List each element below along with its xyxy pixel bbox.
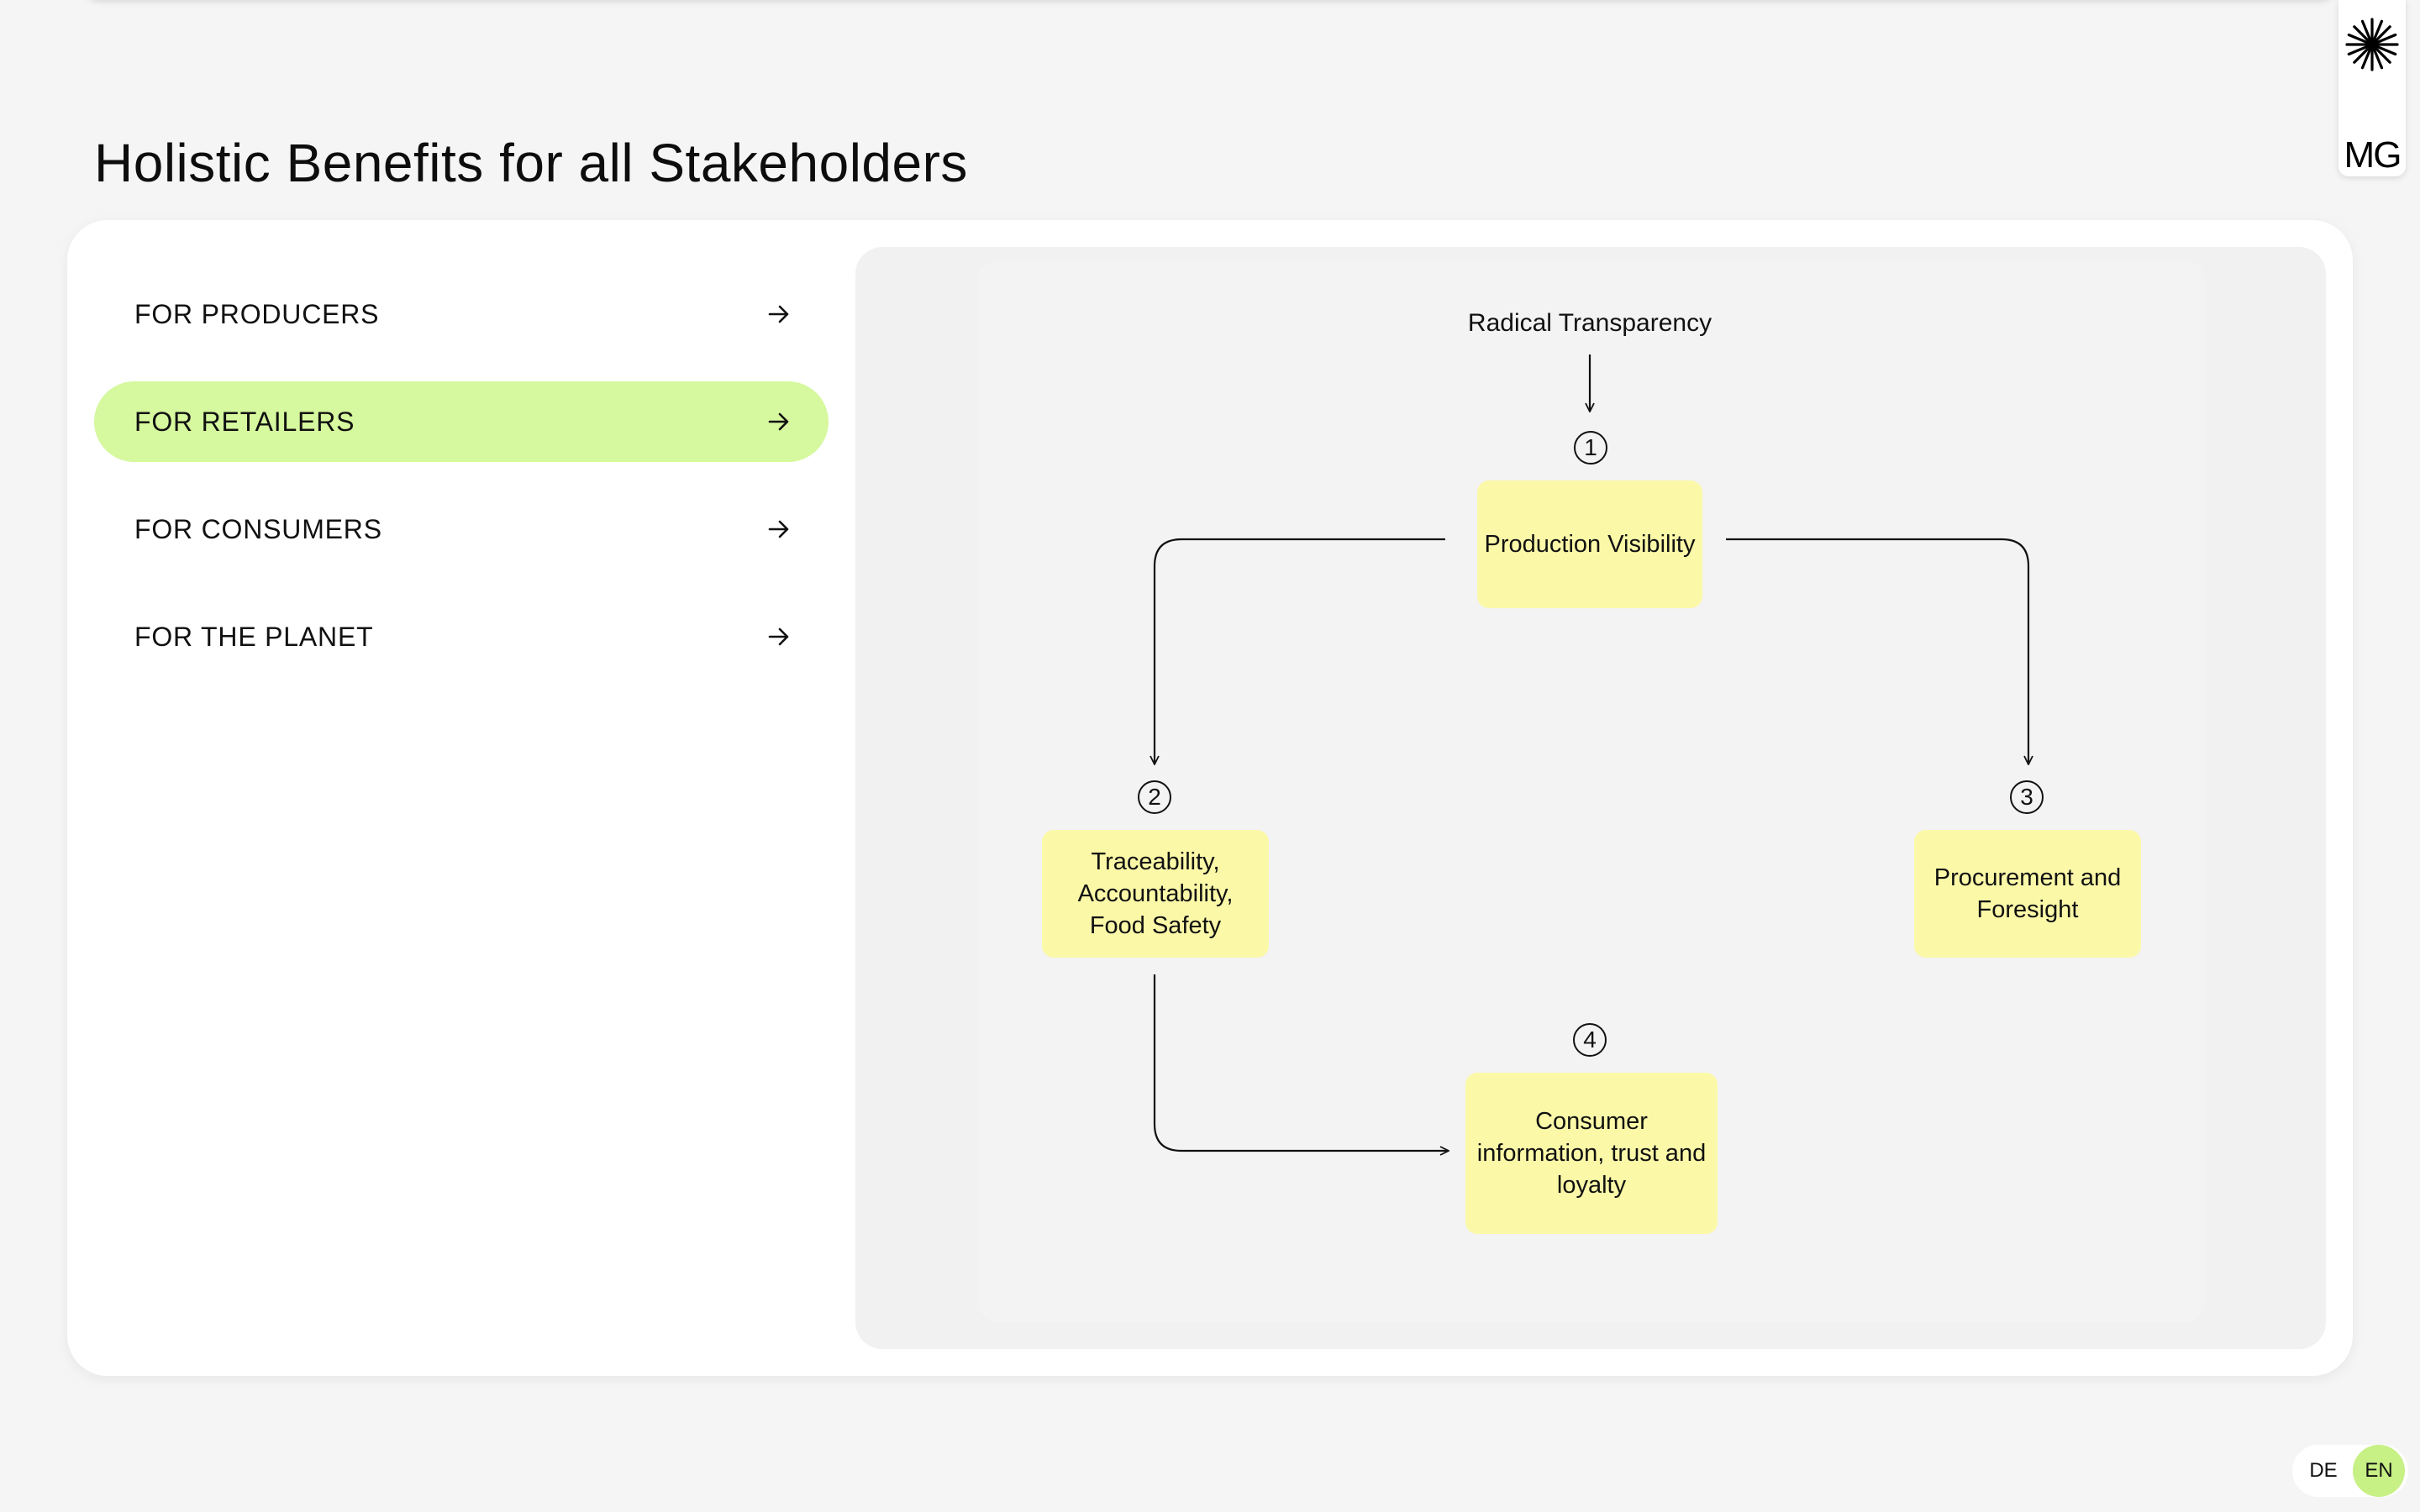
menu-item-label: FOR THE PLANET [134,622,374,652]
page-title: Holistic Benefits for all Stakeholders [94,133,968,193]
starburst-icon [2345,18,2399,71]
menu-item-consumers[interactable]: FOR CONSUMERS [94,489,829,570]
arrow-right-icon [768,520,789,538]
node-traceability: Traceability, Accountability, Food Safet… [1042,830,1269,958]
stakeholder-menu: FOR PRODUCERS FOR RETAILERS FOR CONSUMER… [94,274,829,704]
radical-transparency-label: Radical Transparency [1467,309,1712,337]
menu-item-producers[interactable]: FOR PRODUCERS [94,274,829,354]
language-option-en[interactable]: EN [2353,1445,2405,1497]
brand-monogram: MG [2344,134,2402,176]
step-number-2: 2 [1138,780,1171,814]
step-number-1: 1 [1574,431,1607,465]
menu-item-label: FOR RETAILERS [134,407,355,437]
menu-item-label: FOR PRODUCERS [134,299,380,329]
menu-item-retailers[interactable]: FOR RETAILERS [94,381,829,462]
menu-item-label: FOR CONSUMERS [134,514,382,544]
language-option-de[interactable]: DE [2309,1459,2338,1482]
language-switcher: DE EN [2292,1445,2408,1497]
node-production-visibility: Production Visibility [1477,480,1702,608]
step-number-3: 3 [2010,780,2044,814]
node-procurement-foresight: Procurement and Foresight [1914,830,2141,958]
brand-badge[interactable]: MG [2338,0,2406,176]
arrow-right-icon [768,412,789,431]
menu-item-planet[interactable]: FOR THE PLANET [94,596,829,677]
node-consumer-trust: Consumer information, trust and loyalty [1465,1073,1718,1234]
step-number-4: 4 [1573,1023,1607,1057]
arrow-right-icon [768,627,789,646]
arrow-right-icon [768,305,789,323]
